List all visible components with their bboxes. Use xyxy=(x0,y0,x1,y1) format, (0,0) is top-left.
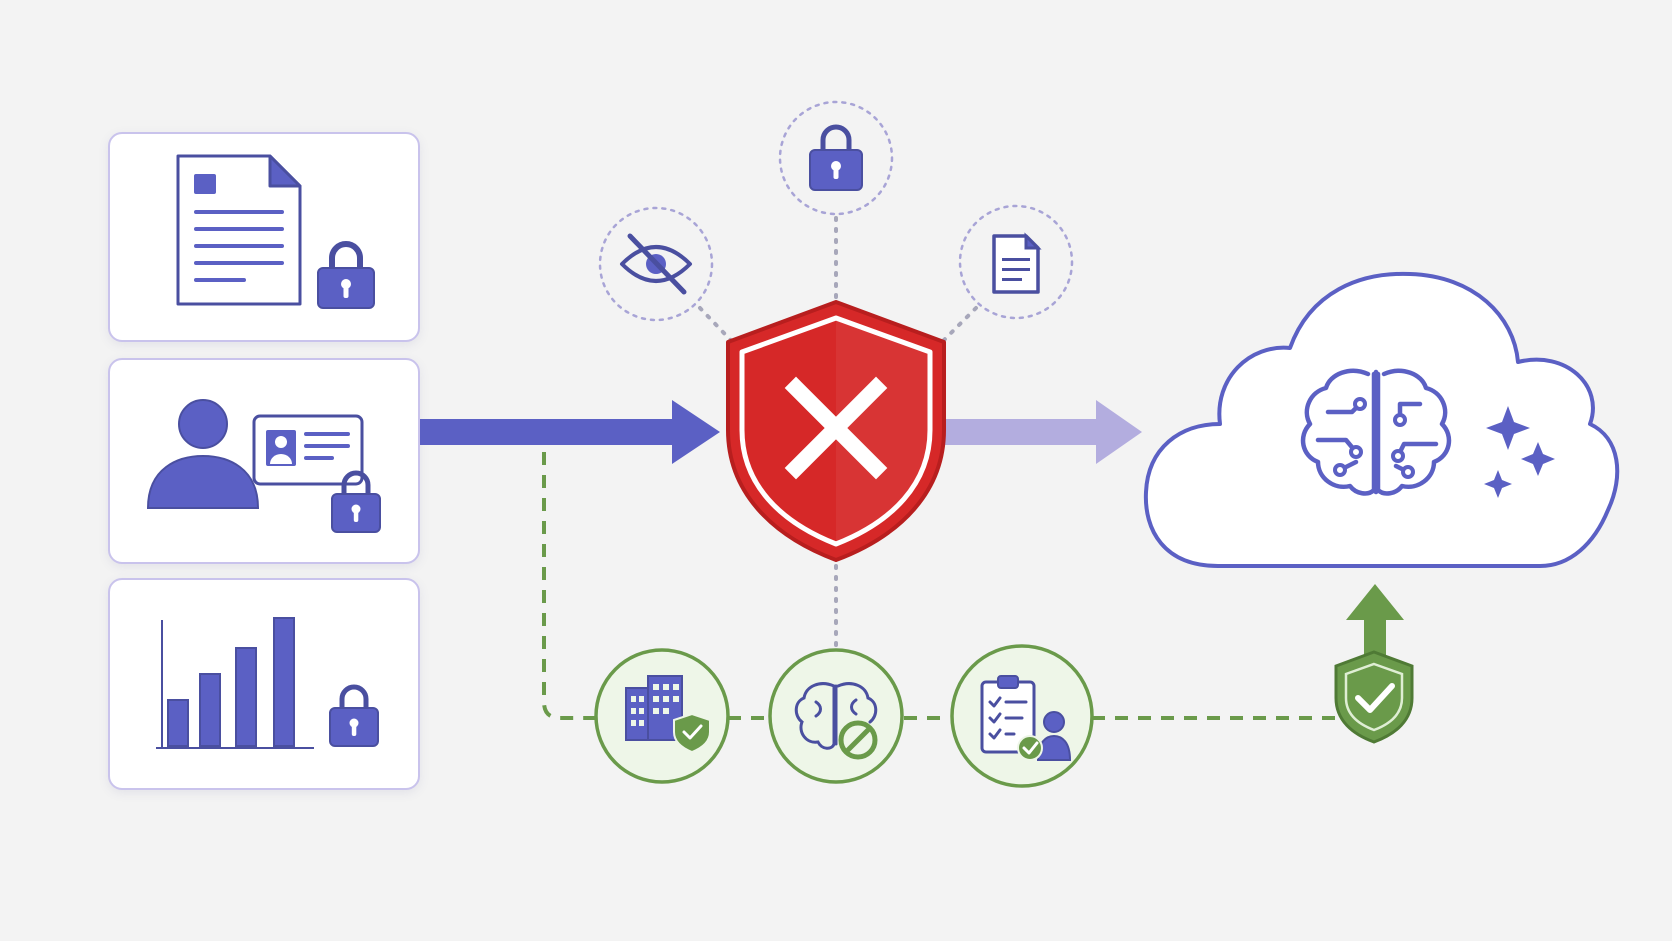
encryption-satellite xyxy=(778,100,894,216)
identity-data-card xyxy=(108,358,420,564)
document-icon xyxy=(992,232,1042,294)
ai-cloud-service xyxy=(1143,271,1620,568)
eye-slash-icon xyxy=(620,233,692,295)
satellite-connectors xyxy=(698,216,978,654)
approval-gate xyxy=(1334,584,1414,744)
lock-icon xyxy=(809,124,863,191)
shield-check-icon xyxy=(1334,650,1414,744)
shield-x-icon xyxy=(726,300,946,562)
privacy-satellite xyxy=(598,206,714,322)
building-shield-icon xyxy=(625,675,711,754)
person-icon xyxy=(146,399,260,509)
blocked-flow-arrow xyxy=(940,400,1142,464)
id-card-icon xyxy=(252,414,364,486)
compliance-path xyxy=(542,452,1336,720)
compliance-step-organization xyxy=(594,648,730,784)
cloud-icon xyxy=(1143,271,1620,568)
compliance-step-audit xyxy=(950,644,1094,788)
policy-satellite xyxy=(958,204,1074,320)
data-flow-arrow xyxy=(420,400,720,464)
document-data-card xyxy=(108,132,420,342)
checklist-user-icon xyxy=(980,675,1072,761)
sparkle-icon xyxy=(1484,406,1555,498)
guardrail-shield xyxy=(726,300,946,562)
document-icon xyxy=(176,154,302,306)
brain-blocked-icon xyxy=(794,682,878,750)
lock-icon xyxy=(331,470,381,533)
blocked-icon xyxy=(838,720,878,760)
analytics-data-card xyxy=(108,578,420,790)
lock-icon xyxy=(329,684,379,747)
compliance-step-model-restriction xyxy=(768,648,904,784)
bar-chart-icon xyxy=(156,617,314,749)
lock-icon xyxy=(317,241,375,309)
